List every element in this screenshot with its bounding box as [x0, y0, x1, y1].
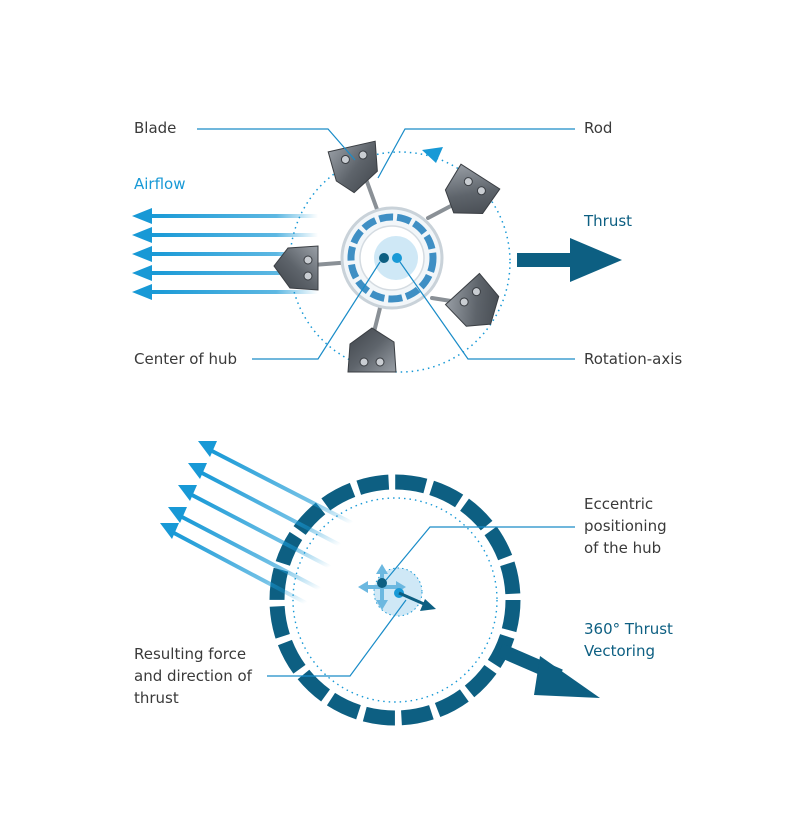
inner-dotted-circle [292, 497, 498, 703]
blade-top [327, 140, 378, 194]
rotation-axis-label: Rotation-axis [584, 350, 683, 368]
center-of-hub-dot [379, 253, 389, 263]
bottom-leader-lines [267, 526, 575, 677]
resulting-force-leader-line [267, 599, 407, 677]
eccentric-label-line-2: positioning [584, 517, 667, 535]
diagonal-airflow-arrows [160, 441, 353, 605]
blade-upper-right [444, 163, 501, 215]
resulting-force-label-line-2: and direction of [134, 667, 252, 685]
blade-left [273, 245, 319, 291]
eccentric-hub [358, 564, 436, 617]
resulting-force-arrow [398, 591, 436, 611]
thrust-vectoring-arrow [497, 643, 600, 698]
top-diagram [132, 128, 622, 373]
hub-ring [340, 206, 444, 310]
rod-label: Rod [584, 119, 613, 137]
rotation-direction-arrow [422, 147, 443, 163]
rotation-path-circle [289, 151, 511, 373]
resulting-force-label-line-3: thrust [134, 689, 179, 707]
blade-label: Blade [134, 119, 177, 137]
center-of-hub-leader-line [252, 261, 381, 360]
segmented-outer-ring [269, 474, 521, 726]
thrust-label: Thrust [584, 212, 633, 230]
rod-leader-line [377, 128, 575, 179]
hub-center-dot [377, 578, 387, 588]
blade-lower-right [444, 272, 500, 327]
rotation-axis-dot [392, 253, 402, 263]
eccentric-leader-line [385, 526, 575, 581]
thrust-arrow [517, 238, 622, 282]
center-of-hub-label: Center of hub [134, 350, 238, 368]
resulting-force-label-line-1: Resulting force [134, 645, 247, 663]
blades [273, 140, 501, 373]
bottom-diagram [160, 441, 600, 726]
eccentric-label-line-1: Eccentric [584, 495, 654, 513]
top-leader-lines [197, 128, 575, 360]
rotation-axis-leader-line [399, 261, 575, 360]
thrust-vectoring-label-line-2: Vectoring [584, 642, 655, 660]
eccentric-label-line-3: of the hub [584, 539, 662, 557]
blade-bottom [347, 327, 397, 373]
airflow-label: Airflow [134, 175, 186, 193]
airflow-arrows [132, 208, 318, 300]
thrust-vectoring-label-line-1: 360° Thrust [584, 620, 673, 638]
blade-leader-line [197, 128, 356, 161]
